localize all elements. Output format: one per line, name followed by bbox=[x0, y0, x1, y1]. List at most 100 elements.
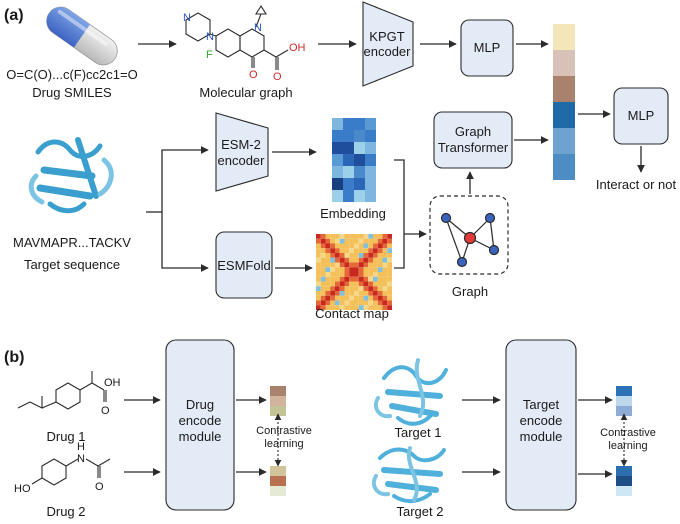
contact-cell bbox=[344, 253, 350, 258]
contact-cell bbox=[368, 262, 373, 268]
contact-cell bbox=[335, 267, 340, 272]
atom-f: F bbox=[206, 49, 213, 61]
contact-cell bbox=[316, 262, 321, 268]
contact-cell bbox=[344, 234, 350, 239]
drug2-label: Drug 2 bbox=[46, 504, 85, 519]
contact-cell bbox=[358, 248, 364, 253]
contact-cell bbox=[320, 286, 326, 291]
contact-cell bbox=[354, 253, 359, 258]
contact-cell bbox=[325, 267, 331, 272]
contact-cell bbox=[344, 272, 350, 277]
panel-a-label: (a) bbox=[4, 7, 24, 24]
embedding-cell bbox=[343, 166, 354, 178]
contact-cell bbox=[368, 291, 373, 296]
graph-transformer-line1: Graph bbox=[455, 124, 491, 139]
contact-cell bbox=[358, 272, 364, 277]
contact-cell bbox=[358, 238, 364, 244]
contact-cell bbox=[330, 248, 335, 253]
embedding-cell bbox=[354, 154, 365, 166]
contact-cell bbox=[373, 295, 378, 301]
contact-cell bbox=[377, 267, 383, 272]
contact-cell bbox=[335, 243, 340, 249]
contact-cell bbox=[316, 272, 321, 277]
drug-module-line3: module bbox=[179, 429, 222, 444]
esm2-line2: encoder bbox=[218, 153, 266, 168]
contact-cell bbox=[382, 272, 388, 277]
contact-cell bbox=[339, 267, 345, 272]
contact-cell bbox=[387, 300, 392, 306]
contact-cell bbox=[368, 248, 373, 253]
esmfold-box bbox=[215, 231, 273, 299]
contact-cell bbox=[373, 300, 378, 306]
contact-cell bbox=[349, 295, 354, 301]
embedding-cell bbox=[365, 178, 376, 190]
feature-vector-cell bbox=[553, 102, 575, 128]
contact-cell bbox=[335, 305, 340, 310]
contact-cell bbox=[349, 257, 354, 263]
contact-cell bbox=[373, 305, 378, 310]
contact-cell bbox=[377, 253, 383, 258]
contact-cell bbox=[349, 248, 354, 253]
contact-cell bbox=[320, 300, 326, 306]
embedding-cell bbox=[332, 166, 343, 178]
contact-cell bbox=[354, 276, 359, 282]
drug2-vector bbox=[270, 466, 286, 496]
contact-cell bbox=[339, 257, 345, 263]
contact-cell bbox=[387, 305, 392, 310]
contact-cell bbox=[363, 276, 369, 282]
contact-cell bbox=[320, 295, 326, 301]
embedding-cell bbox=[365, 166, 376, 178]
drug2-structure bbox=[31, 458, 111, 486]
embedding-cell bbox=[343, 190, 354, 202]
arrow-target-to-esm2 bbox=[161, 146, 209, 212]
embedding-cell bbox=[332, 130, 343, 142]
contact-cell bbox=[320, 305, 326, 310]
drug2-atom-n: N bbox=[77, 453, 85, 465]
contact-cell bbox=[363, 291, 369, 296]
mlp1-label: MLP bbox=[474, 40, 501, 55]
contact-cell bbox=[358, 286, 364, 291]
kpgt-encoder-line2: encoder bbox=[364, 44, 412, 59]
contact-cell bbox=[344, 267, 350, 272]
contact-cell bbox=[358, 234, 364, 239]
feature-vector-cell bbox=[553, 24, 575, 50]
contact-cell bbox=[330, 238, 335, 244]
contact-cell bbox=[373, 243, 378, 249]
contact-cell bbox=[330, 295, 335, 301]
contact-cell bbox=[344, 291, 350, 296]
contact-cell bbox=[325, 291, 331, 296]
mlp2-box bbox=[613, 87, 669, 145]
contact-cell bbox=[373, 267, 378, 272]
contact-cell bbox=[349, 267, 354, 272]
embedding-cell bbox=[332, 154, 343, 166]
contact-cell bbox=[344, 281, 350, 287]
embedding-cell bbox=[365, 118, 376, 130]
contact-cell bbox=[320, 272, 326, 277]
contact-cell bbox=[316, 257, 321, 263]
contact-cell bbox=[382, 238, 388, 244]
contact-cell bbox=[377, 305, 383, 310]
contact-cell bbox=[354, 281, 359, 287]
contact-cell bbox=[373, 286, 378, 291]
contact-cell bbox=[349, 253, 354, 258]
contact-cell bbox=[344, 238, 350, 244]
embedding-cell bbox=[343, 130, 354, 142]
contact-cell bbox=[330, 253, 335, 258]
embedding-cell bbox=[343, 154, 354, 166]
drug1-atom-o: O bbox=[101, 405, 110, 417]
contact-cell bbox=[325, 295, 331, 301]
contact-cell bbox=[354, 267, 359, 272]
atom-n1: N bbox=[183, 12, 191, 24]
contact-cell bbox=[335, 276, 340, 282]
contact-cell bbox=[377, 257, 383, 263]
contact-cell bbox=[377, 272, 383, 277]
contact-cell bbox=[330, 243, 335, 249]
contact-cell bbox=[373, 291, 378, 296]
contact-cell bbox=[368, 253, 373, 258]
contact-cell bbox=[349, 262, 354, 268]
contact-cell bbox=[320, 267, 326, 272]
contact-cell bbox=[358, 253, 364, 258]
target1-vector bbox=[616, 386, 632, 416]
atom-o2: O bbox=[273, 71, 282, 83]
contact-cell bbox=[320, 238, 326, 244]
